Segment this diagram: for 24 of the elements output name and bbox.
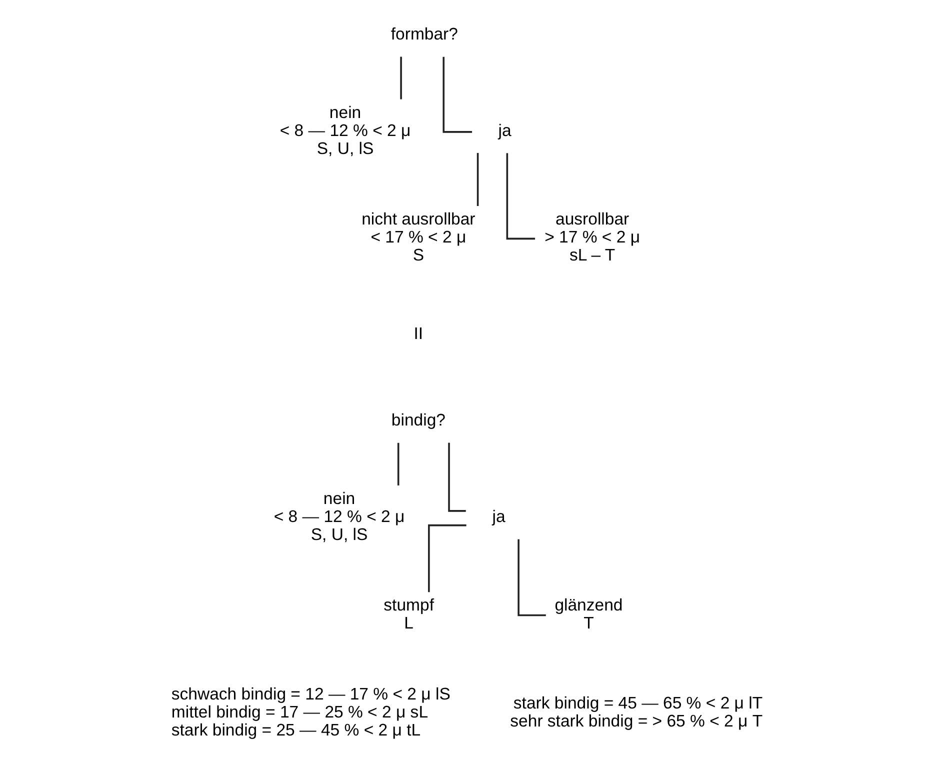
connector (448, 442, 466, 512)
node-text: nein < 8 — 12 % < 2 μ S, U, lS (279, 102, 410, 158)
label: mittel bindig = 17 — 25 % < 2 μ sL (170, 702, 428, 722)
node-text: nein < 8 — 12 % < 2 μ S, U, lS (273, 488, 404, 544)
label: II (413, 324, 423, 344)
connector (517, 539, 546, 616)
connector (476, 152, 478, 206)
node-text: ja (492, 506, 505, 526)
connector (396, 442, 399, 486)
connector (400, 56, 402, 100)
label: stark bindig = 45 — 65 % < 2 μ lT (512, 693, 762, 712)
node-text: ausrollbar > 17 % < 2 μ sL – T (544, 210, 640, 265)
label: sehr stark bindig = > 65 % < 2 μ T (510, 711, 762, 730)
connector (506, 153, 535, 240)
node-text: bindig? (390, 410, 445, 430)
node-text: formbar? (390, 24, 458, 44)
connector (428, 524, 466, 592)
node-text: glänzend T (554, 596, 622, 633)
node-text: stumpf L (383, 596, 434, 633)
node-text: ja (498, 120, 511, 140)
connector (442, 56, 472, 133)
node-text: nicht ausrollbar < 17 % < 2 μ S (361, 210, 475, 265)
label: stark bindig = 25 — 45 % < 2 μ tL (170, 720, 420, 740)
label: schwach bindig = 12 — 17 % < 2 μ lS (170, 684, 450, 704)
